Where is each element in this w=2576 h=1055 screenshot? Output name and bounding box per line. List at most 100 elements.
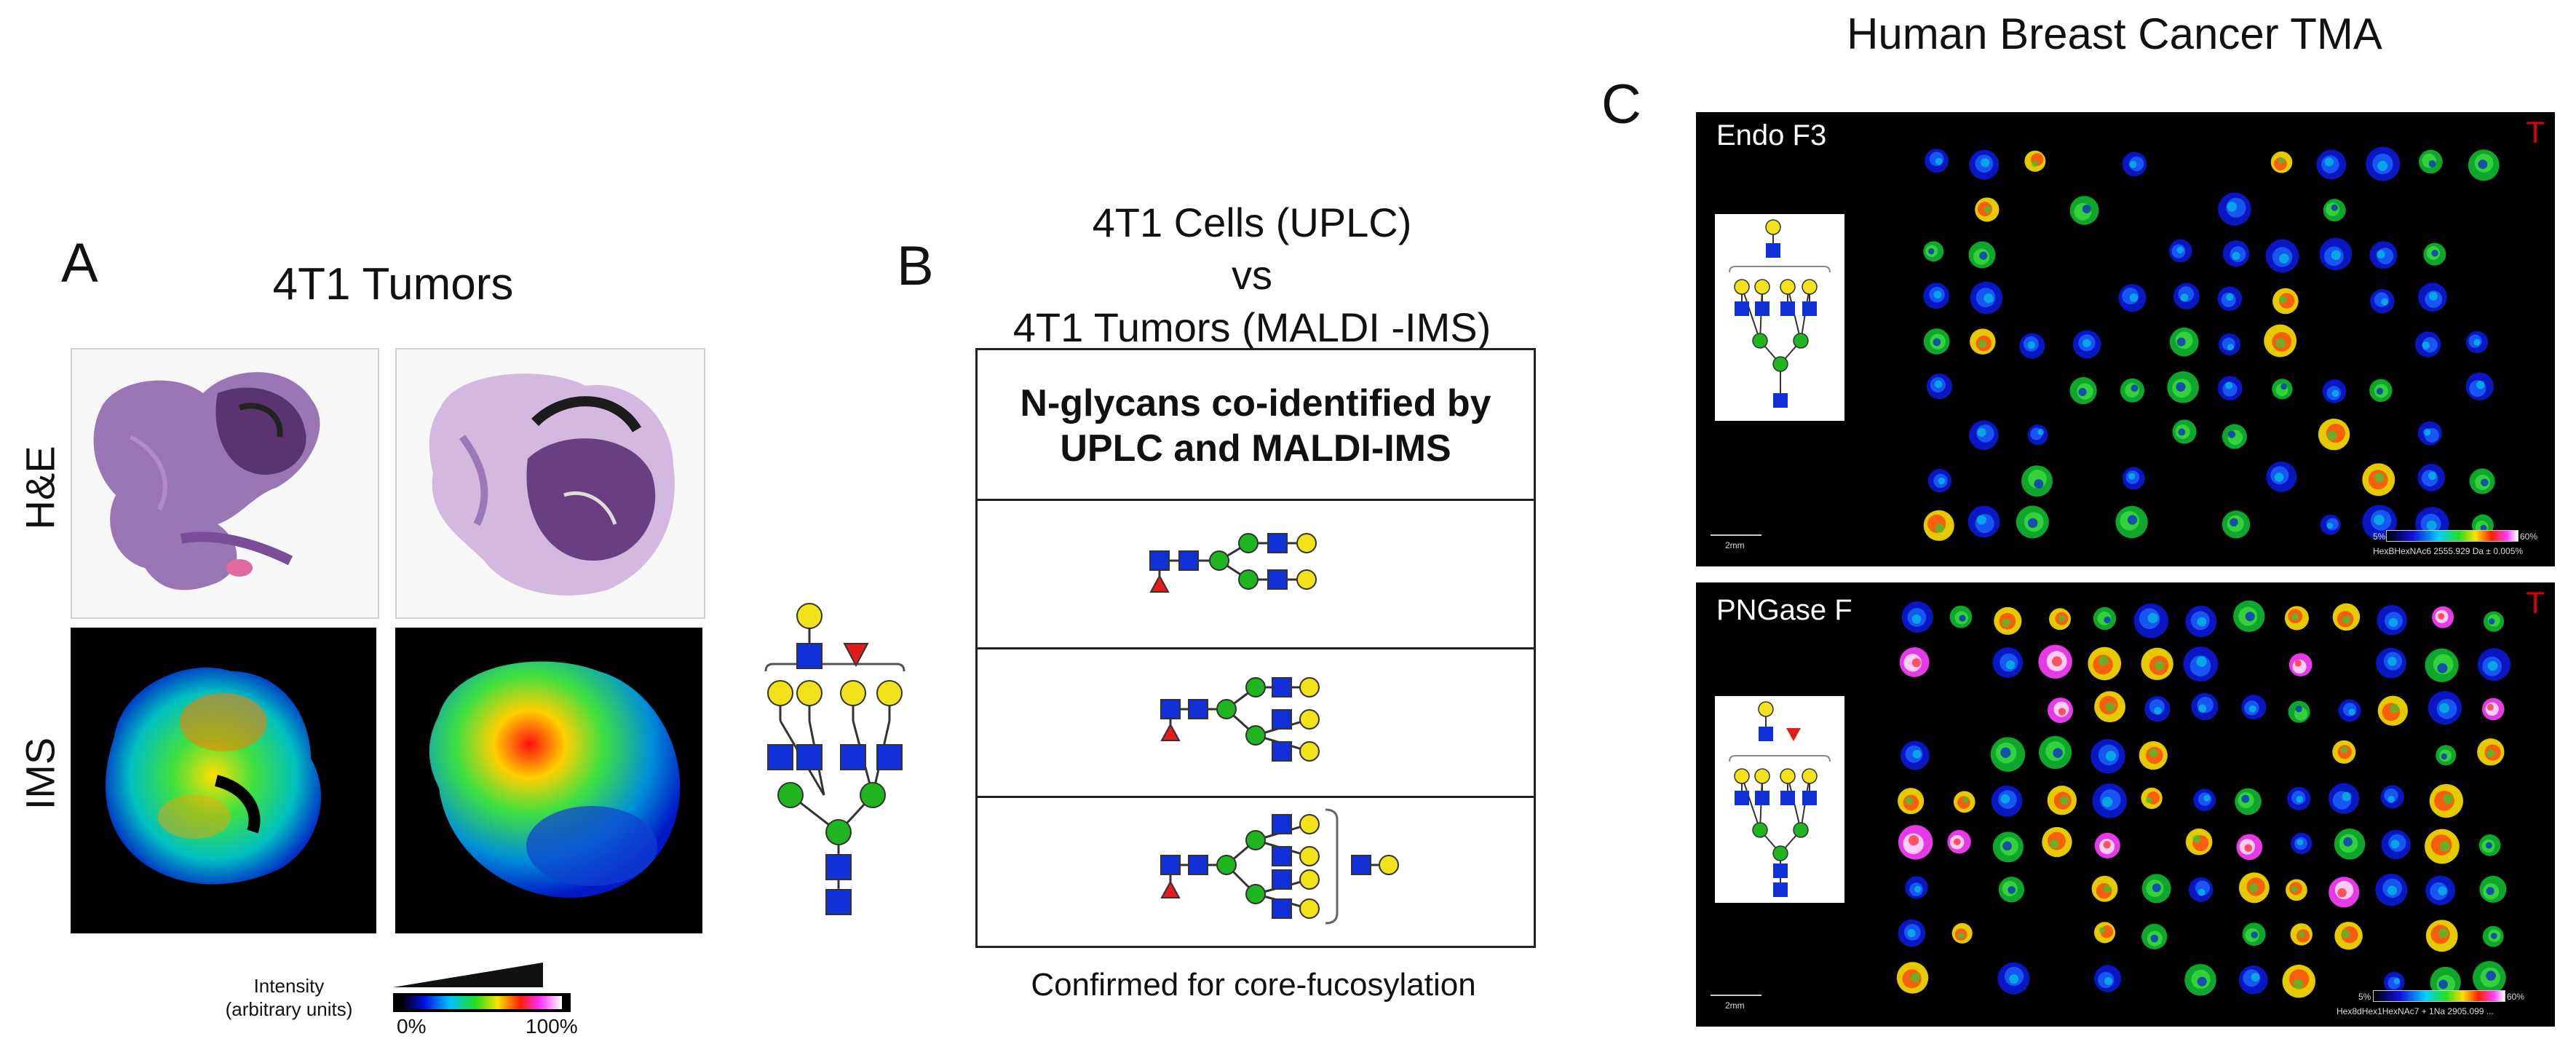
tma-panel-pngase-f: PNGase F T xyxy=(1696,582,2555,1027)
glycan-row-3 xyxy=(1160,808,1399,925)
tma-core xyxy=(2322,379,2347,403)
row-label-he: H&E xyxy=(17,446,63,530)
panel-b-footer: Confirmed for core-fucosylation xyxy=(1031,967,1476,1003)
tma-core xyxy=(2318,418,2350,451)
tma-core xyxy=(2425,920,2458,952)
panel-b-letter: B xyxy=(897,235,934,297)
tma-core xyxy=(2238,872,2270,904)
tma-core xyxy=(2217,376,2243,401)
tma-core xyxy=(2047,786,2077,815)
tma-cores-endo xyxy=(1923,146,2500,541)
table-row-1 xyxy=(978,499,1534,649)
table-header-line1: N-glycans co-identified by xyxy=(1020,382,1491,424)
colorbar-min-endo: 5% xyxy=(2373,532,2386,542)
tma-core xyxy=(2218,192,2251,226)
tma-core xyxy=(2465,331,2489,354)
glycan-row-1 xyxy=(1149,533,1317,593)
tma-core xyxy=(2288,700,2310,723)
tma-core xyxy=(2288,653,2313,676)
tma-core xyxy=(2334,829,2366,860)
tma-core xyxy=(2320,514,2341,535)
intensity-max: 100% xyxy=(526,1015,578,1038)
tma-core xyxy=(2270,151,2293,173)
tma-core xyxy=(2188,877,2214,902)
tma-core xyxy=(2072,330,2101,359)
tma-panel-label-pngase: PNGase F xyxy=(1716,594,1852,626)
panel-c-letter: C xyxy=(1601,74,1641,135)
tma-core xyxy=(2370,288,2395,314)
tma-core xyxy=(2481,698,2505,721)
tma-core xyxy=(2383,971,2405,993)
tma-core xyxy=(2423,242,2446,266)
tma-core xyxy=(2168,239,2192,263)
tma-core xyxy=(2222,424,2247,449)
tma-core xyxy=(2235,788,2262,815)
tma-core xyxy=(2366,146,2401,181)
tma-core xyxy=(1991,786,2023,817)
tma-core xyxy=(1998,877,2025,903)
tma-core xyxy=(2332,603,2361,631)
tma-core xyxy=(1898,825,1933,860)
tma-core xyxy=(2425,829,2460,864)
scale-bar-endo xyxy=(1711,534,1761,536)
tma-core xyxy=(2115,505,2148,539)
tma-core xyxy=(2265,239,2299,273)
tma-core xyxy=(2122,151,2147,177)
colorbar-min-pngase: 5% xyxy=(2358,992,2371,1002)
tma-core xyxy=(2024,150,2046,172)
tma-core xyxy=(1898,919,1926,947)
tma-core xyxy=(2483,611,2505,632)
tma-core xyxy=(2479,875,2507,903)
colorbar-endo xyxy=(2386,530,2518,542)
tma-core xyxy=(2217,286,2243,312)
tma-core xyxy=(2369,241,2398,269)
tma-core xyxy=(2478,648,2511,681)
tma-core xyxy=(2219,333,2241,355)
tma-panel-marker-pngase: T xyxy=(2526,585,2545,620)
tma-core xyxy=(2369,379,2393,403)
tma-core xyxy=(2093,606,2117,631)
tma-core xyxy=(1970,328,1996,355)
tma-core xyxy=(2094,832,2120,858)
tma-core xyxy=(2027,424,2048,446)
tma-core xyxy=(2183,647,2219,681)
tma-core xyxy=(1970,281,2003,315)
tma-core xyxy=(2016,505,2049,539)
tma-core xyxy=(2430,966,2461,998)
tma-core xyxy=(2417,464,2446,491)
tma-core xyxy=(2482,925,2504,947)
scale-bar-label-endo: 2mm xyxy=(1725,540,1745,550)
tma-panel-marker-endo: T xyxy=(2526,115,2545,149)
tma-core xyxy=(2090,738,2125,774)
tma-core xyxy=(1923,328,1950,355)
tma-core xyxy=(2021,465,2053,497)
tma-core xyxy=(2019,333,2045,359)
tma-core xyxy=(2094,691,2126,723)
tma-core xyxy=(1899,647,1930,677)
tma-core xyxy=(2377,695,2408,726)
tma-core xyxy=(1967,505,2000,538)
tma-core xyxy=(1975,197,2000,222)
tma-core xyxy=(1923,241,1944,262)
tma-core xyxy=(2287,786,2311,811)
tma-core xyxy=(2173,282,2200,309)
tma-core xyxy=(2069,376,2097,405)
tma-core xyxy=(1997,962,2030,995)
tma-core xyxy=(1947,830,1971,854)
intensity-wedge xyxy=(393,963,543,987)
tma-core xyxy=(2169,327,2199,357)
tma-core xyxy=(2242,922,2266,947)
tma-core xyxy=(2286,879,2307,901)
tma-core xyxy=(2332,740,2356,764)
tma-core xyxy=(2425,875,2456,906)
tma-core xyxy=(1925,149,1949,173)
panel-b-title-line1: 4T1 Cells (UPLC) xyxy=(1092,199,1412,245)
tma-core xyxy=(1994,606,2022,635)
panel-a-title: 4T1 Tumors xyxy=(272,259,514,309)
tma-core xyxy=(2093,922,2116,944)
tma-core xyxy=(2334,921,2363,950)
tma-core xyxy=(2118,284,2147,312)
tma-core xyxy=(2377,604,2407,636)
tma-core xyxy=(2092,783,2128,818)
he-image-2 xyxy=(395,348,705,619)
